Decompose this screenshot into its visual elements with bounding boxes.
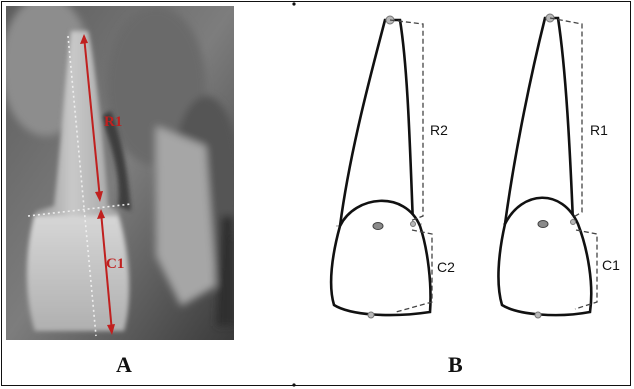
crown-label: C1 <box>106 256 124 272</box>
schematic-panel: R2 C2 R1 C1 <box>240 0 634 389</box>
root-outline <box>505 18 573 224</box>
root-label: R1 <box>104 114 122 130</box>
crown-label: C2 <box>437 259 455 275</box>
panel-a-label: A <box>116 352 132 378</box>
crown-label: C1 <box>602 257 620 273</box>
panel-b-label: B <box>448 352 463 378</box>
root-outline <box>340 20 413 226</box>
tooth-left: R2 C2 <box>331 16 455 318</box>
radiograph-panel: R1 C1 <box>6 6 234 340</box>
crown-outline <box>331 201 430 315</box>
mark-dot <box>292 2 295 5</box>
tooth-right: R1 C1 <box>498 14 620 318</box>
mark-dot <box>292 383 295 386</box>
root-label: R1 <box>590 122 608 138</box>
root-label: R2 <box>430 122 448 138</box>
